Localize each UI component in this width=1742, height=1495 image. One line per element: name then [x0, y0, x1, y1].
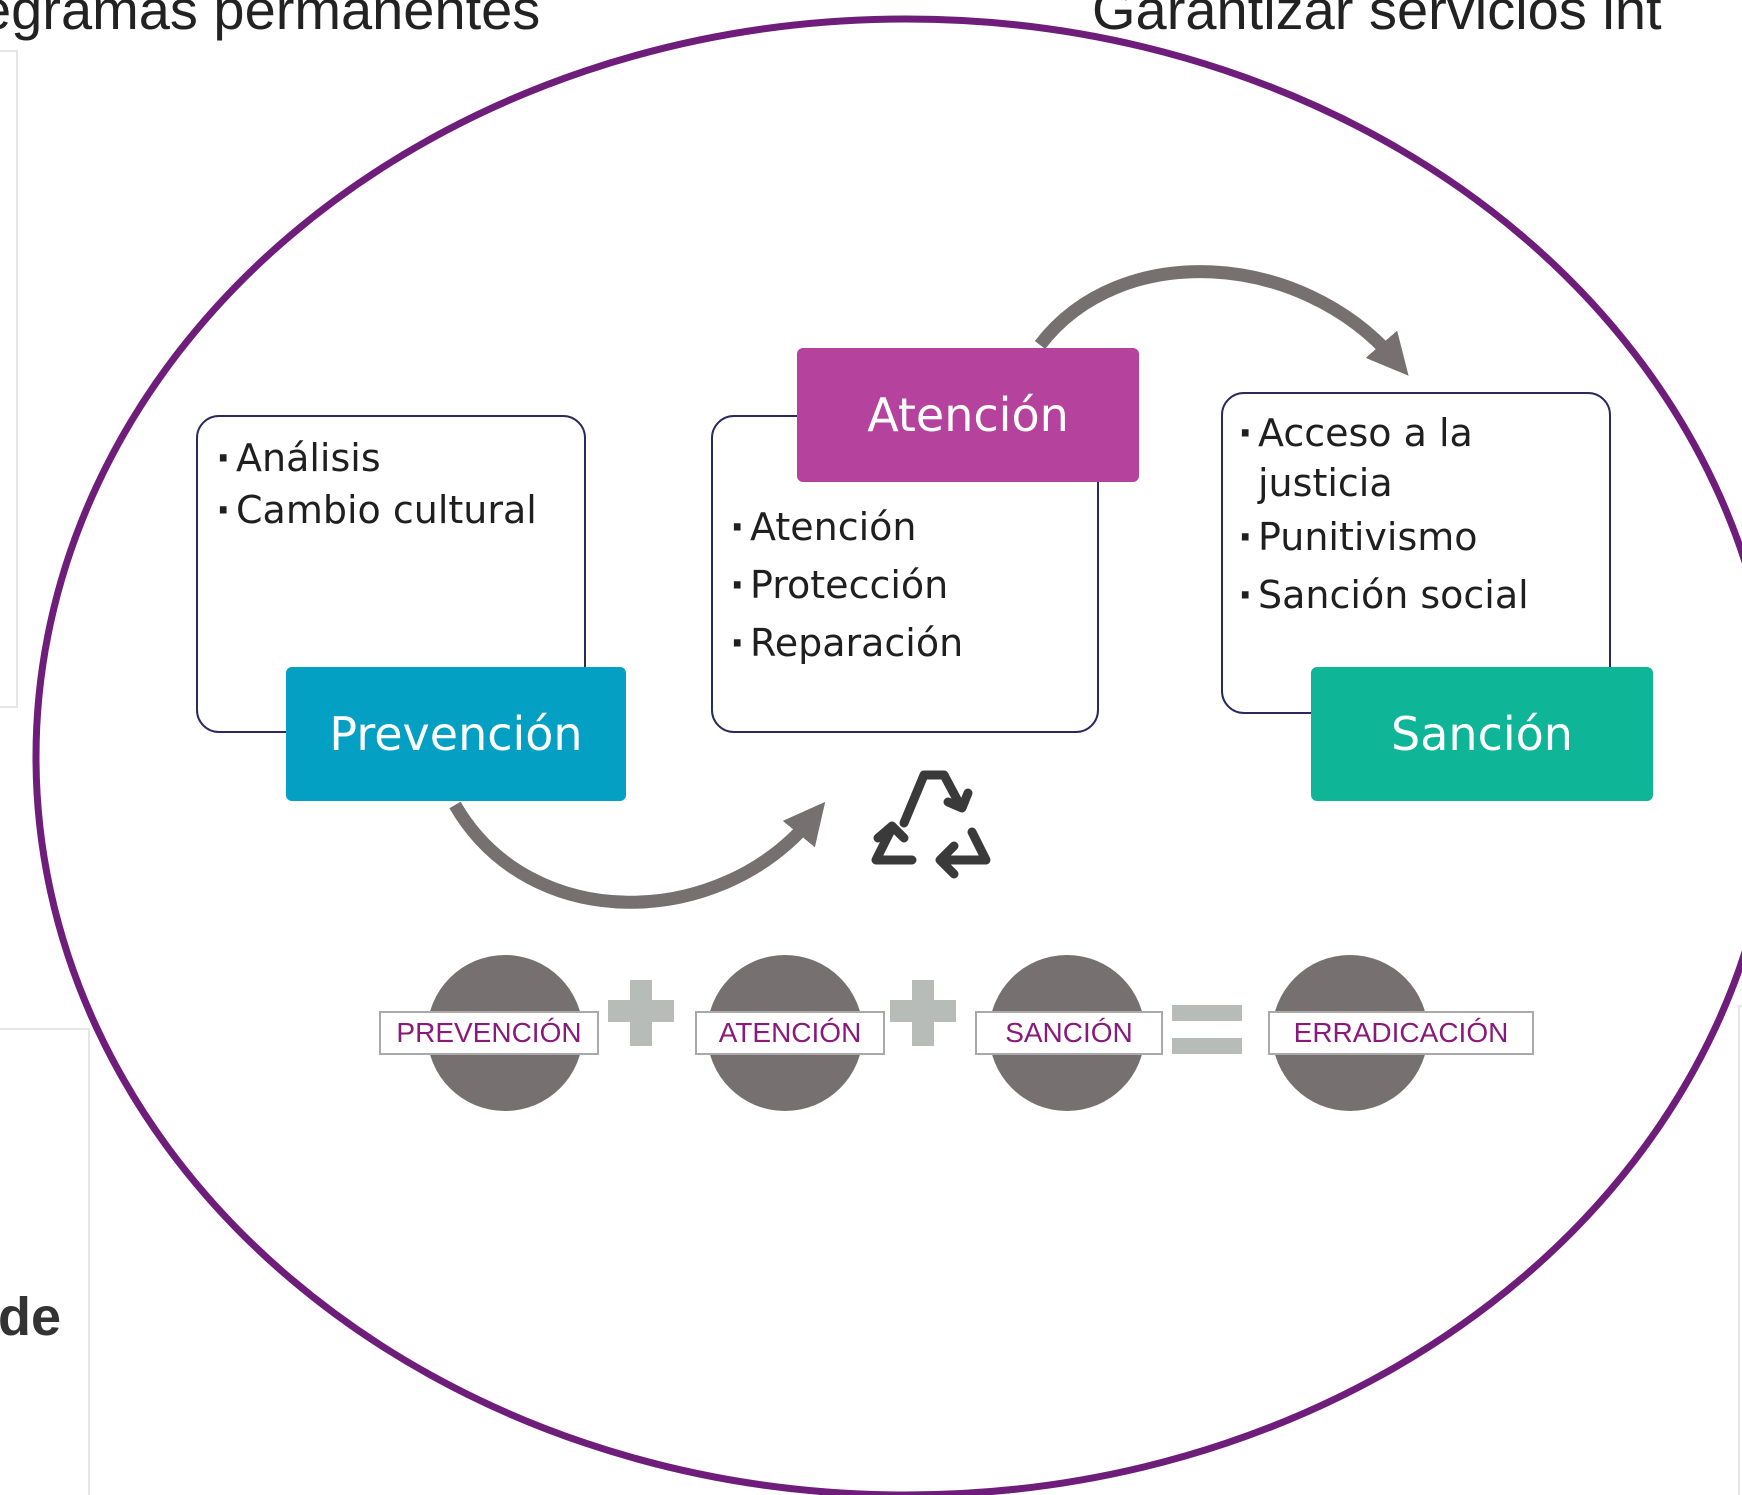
outer-ellipse — [32, 15, 1742, 1495]
sancion-label: Sanción — [1311, 667, 1653, 801]
plus-icon — [608, 980, 674, 1046]
list-item: Análisis — [214, 432, 554, 484]
equals-icon — [1172, 1005, 1242, 1054]
prevencion-label: Prevención — [286, 667, 626, 801]
atencion-label: Atención — [797, 348, 1139, 482]
list-item: Reparación — [728, 614, 1068, 672]
background-panel-top — [0, 50, 18, 708]
recycle-icon — [871, 770, 991, 879]
list-item: Atención — [728, 498, 1068, 556]
list-item: Cambio cultural — [214, 484, 554, 536]
curved-arrow-icon — [449, 801, 826, 909]
background-heading-left: egramas permanentes — [0, 0, 541, 41]
sancion-list: Acceso a la justicia Punitivismo Sanción… — [1236, 408, 1566, 624]
curved-arrow-icon — [1034, 265, 1409, 376]
prevencion-list: Análisis Cambio cultural — [214, 432, 554, 536]
plus-icon — [890, 980, 956, 1046]
background-bold-text: de — [0, 1287, 62, 1347]
equation-term-sancion: SANCIÓN — [975, 1011, 1163, 1055]
background-panel-right — [1738, 1005, 1742, 1495]
atencion-list: Atención Protección Reparación — [728, 498, 1068, 672]
equation-result-erradicacion: ERRADICACIÓN — [1268, 1011, 1534, 1055]
list-item: Acceso a la justicia — [1236, 408, 1566, 508]
background-heading-right: Garantizar servicios int — [1092, 0, 1662, 41]
list-item: Protección — [728, 556, 1068, 614]
background-panel-bottom — [0, 1028, 90, 1495]
list-item: Sanción social — [1236, 566, 1566, 624]
list-item: Punitivismo — [1236, 508, 1566, 566]
equation-term-atencion: ATENCIÓN — [695, 1011, 885, 1055]
equation-term-prevencion: PREVENCIÓN — [379, 1011, 599, 1055]
